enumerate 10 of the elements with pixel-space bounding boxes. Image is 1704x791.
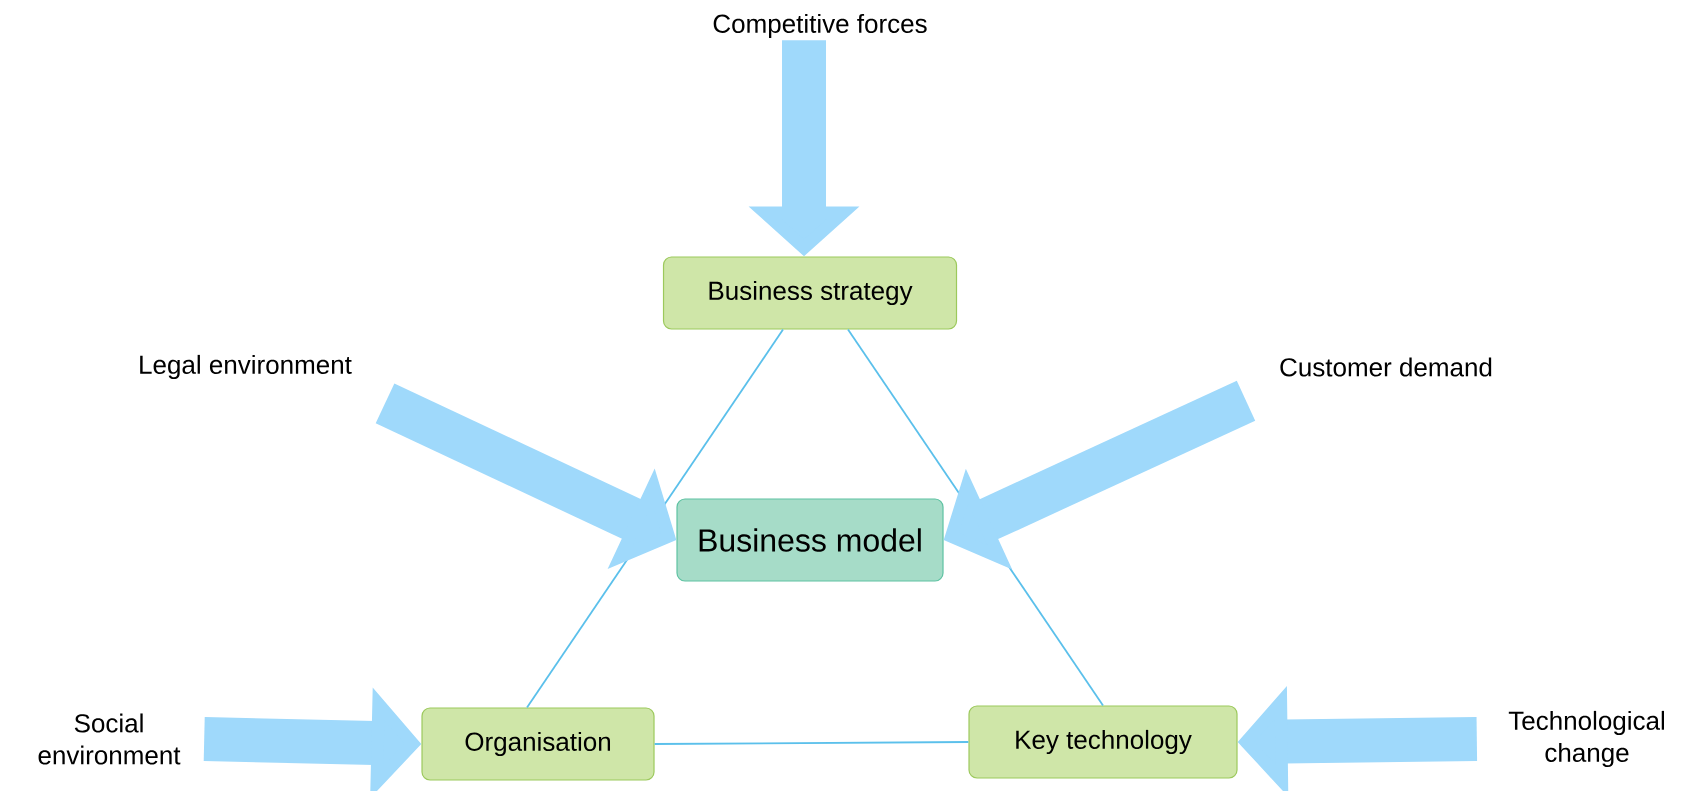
process-box: Business strategy: [662, 256, 958, 330]
model-box: Business model: [676, 498, 944, 582]
force-label: Social environment: [38, 713, 181, 765]
force-label: Legal environment: [140, 354, 352, 380]
force-label: Competitive forces: [713, 13, 927, 39]
connector-line: [653, 741, 970, 745]
force-label: Customer demand: [1280, 357, 1492, 377]
process-box: Key technology: [968, 705, 1238, 779]
force-label: Technological change: [1508, 710, 1665, 768]
process-box: Organisation: [421, 707, 655, 781]
